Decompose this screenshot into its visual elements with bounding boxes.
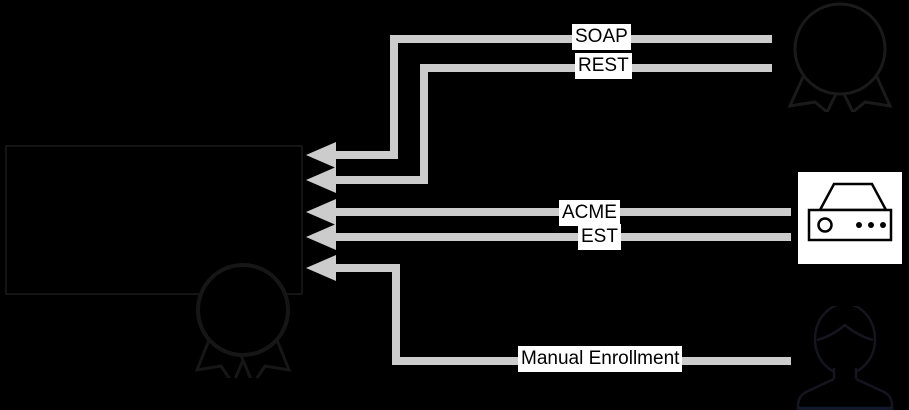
edge-label-soap: SOAP <box>572 24 631 50</box>
edge-rest-line-vertical <box>420 64 428 184</box>
edge-label-manual-enrollment: Manual Enrollment <box>518 346 683 372</box>
certificate-authority-box[interactable] <box>5 145 303 295</box>
edge-soap-line-vertical <box>390 35 398 159</box>
edge-manual-line-vertical <box>392 264 400 365</box>
certificate-badge-icon-cloud[interactable] <box>778 2 902 115</box>
edge-manual-line-approach <box>336 264 400 272</box>
person-user-icon[interactable] <box>790 302 900 410</box>
edge-acme-arrowhead <box>306 199 336 225</box>
edge-label-rest: REST <box>575 53 632 79</box>
edge-est-arrowhead <box>306 224 336 250</box>
edge-rest-arrowhead <box>306 167 336 193</box>
edge-manual-arrowhead <box>306 255 336 281</box>
edge-label-acme: ACME <box>559 200 620 226</box>
server-appliance-icon[interactable] <box>798 172 902 264</box>
edge-soap-arrowhead <box>306 142 336 168</box>
edge-rest-line-approach <box>336 176 428 184</box>
edge-label-est: EST <box>578 224 621 250</box>
edge-soap-line-approach <box>336 151 398 159</box>
certificate-badge-icon <box>183 258 303 388</box>
edge-est-line <box>336 233 791 241</box>
